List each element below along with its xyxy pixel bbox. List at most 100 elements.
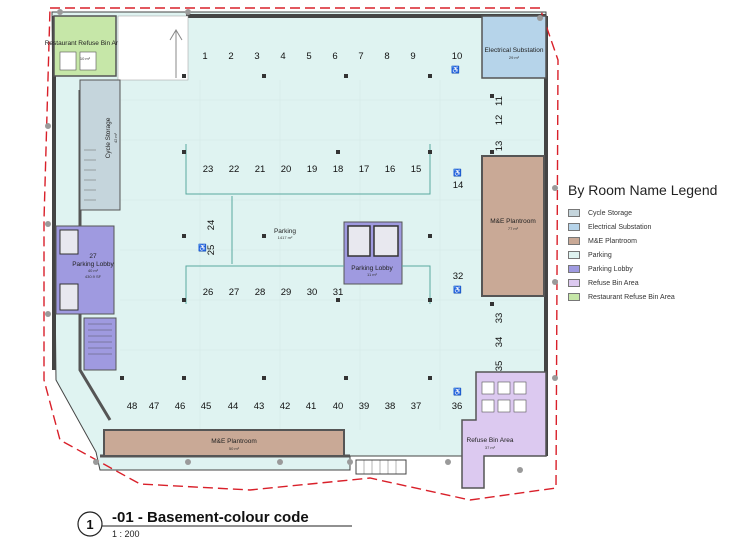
stair-south-treads [363,460,397,474]
bay-number: 39 [359,401,370,412]
room-legend: By Room Name Legend Cycle Storage Electr… [568,182,717,304]
bays-mid-upper: 23 22 21 20 19 18 17 16 15 [203,164,422,175]
bay-number: 16 [385,164,396,175]
bay-number: 12 [494,115,505,126]
parking-lobby-west-number: 27 [89,253,97,260]
legend-label: Parking Lobby [588,265,633,273]
legend-swatch [568,223,580,231]
bay-number: 31 [333,287,344,298]
parking-lobby-core-label: Parking Lobby [351,265,393,272]
bay-number: 48 [127,401,138,412]
bay-number: 7 [358,51,363,62]
drawing-title-block: 1 -01 - Basement-colour code 1 : 200 [77,509,352,539]
bay-number: 21 [255,164,266,175]
bay-number: 22 [229,164,240,175]
bay-number: 33 [494,313,505,324]
site-boundary [43,7,559,501]
svg-text:♿: ♿ [453,285,462,294]
legend-label: M&E Plantroom [588,237,638,245]
cycle-racks [84,149,96,201]
bay-number: 42 [280,401,291,412]
bay-number: 45 [201,401,212,412]
bays-bottom: 48 47 46 45 44 43 42 41 40 39 38 37 36 [127,401,463,412]
bay-number: 8 [384,51,389,62]
plantroom-south-label: M&E Plantroom [211,438,257,445]
bays-east: 11 12 13 14 32 33 34 35 [453,96,505,371]
legend-item: Electrical Substation [568,220,717,234]
refuse-bin-area: 37 m² [485,445,496,450]
lift [59,283,79,311]
cycle-storage-label: Cycle Storage [105,117,112,158]
bin [79,51,97,71]
bins [481,381,527,413]
legend-swatch [568,209,580,217]
bay-number: 34 [494,337,505,348]
bay-number: 1 [202,51,207,62]
bay-number: 40 [333,401,344,412]
bay-number: 23 [203,164,214,175]
bay-number: 13 [494,141,505,152]
bays-top: 1 2 3 4 5 6 7 8 9 10 [202,51,462,62]
bay-number: 18 [333,164,344,175]
bay-number: 44 [228,401,239,412]
legend-swatch [568,265,580,273]
parking-island-lower [185,265,431,304]
bay-number: 3 [254,51,259,62]
bin [59,51,77,71]
restaurant-refuse-label: Restaurant Refuse Bin Area [45,40,126,47]
bay-number: 37 [411,401,422,412]
bay-number: 11 [494,96,505,106]
bay-number: 10 [452,51,463,62]
lift [373,225,399,257]
legend-swatch [568,293,580,301]
parking-lobby-west-area-sf: 430.9 SF [85,274,102,279]
bay-number: 4 [280,51,285,62]
plantroom-east-room [481,155,545,297]
refuse-bin-label: Refuse Bin Area [467,437,514,444]
bay-number: 30 [307,287,318,298]
legend-item: Restaurant Refuse Bin Area [568,290,717,304]
svg-text:♿: ♿ [453,168,462,177]
bay-number: 35 [494,361,505,372]
legend-items: Cycle Storage Electrical Substation M&E … [568,206,717,304]
drawing-scale: 1 : 200 [112,529,140,539]
legend-item: Parking Lobby [568,262,717,276]
legend-label: Restaurant Refuse Bin Area [588,293,675,301]
bays-west-inner: 24 25 [206,220,217,256]
plantroom-east-area: 77 m² [508,226,519,231]
legend-label: Electrical Substation [588,223,652,231]
bay-number: 32 [453,271,464,282]
columns [120,74,494,380]
stair-treads [88,323,112,355]
bay-number: 25 [206,245,217,256]
bay-number: 38 [385,401,396,412]
legend-swatch [568,237,580,245]
parking-island-upper [185,144,431,195]
legend-swatch [568,251,580,259]
lift [347,225,371,257]
stair-core [83,317,117,371]
bay-number: 20 [281,164,292,175]
bay-number: 5 [306,51,311,62]
bay-number: 43 [254,401,265,412]
bay-number: 28 [255,287,266,298]
lift [59,229,79,255]
drawing-title: -01 - Basement-colour code [112,509,309,526]
legend-swatch [568,279,580,287]
bay-number: 15 [411,164,422,175]
bay-number: 14 [453,180,464,191]
stair-south [355,459,407,475]
bay-number: 24 [206,220,217,231]
electrical-substation-area: 29 m² [509,55,520,60]
electrical-substation-label: Electrical Substation [485,47,544,54]
legend-label: Refuse Bin Area [588,279,639,287]
accessible-bay-icons: ♿♿♿ ♿♿ [198,65,462,396]
view-number: 1 [86,517,93,532]
parking-area: 1417 m² [278,235,293,240]
restaurant-refuse-area: 10 m² [80,56,91,61]
legend-title: By Room Name Legend [568,182,718,198]
entry-ramp [117,15,189,81]
bay-number: 46 [175,401,186,412]
ramp-arrow-icon [169,29,183,78]
legend-label: Parking [588,251,612,259]
